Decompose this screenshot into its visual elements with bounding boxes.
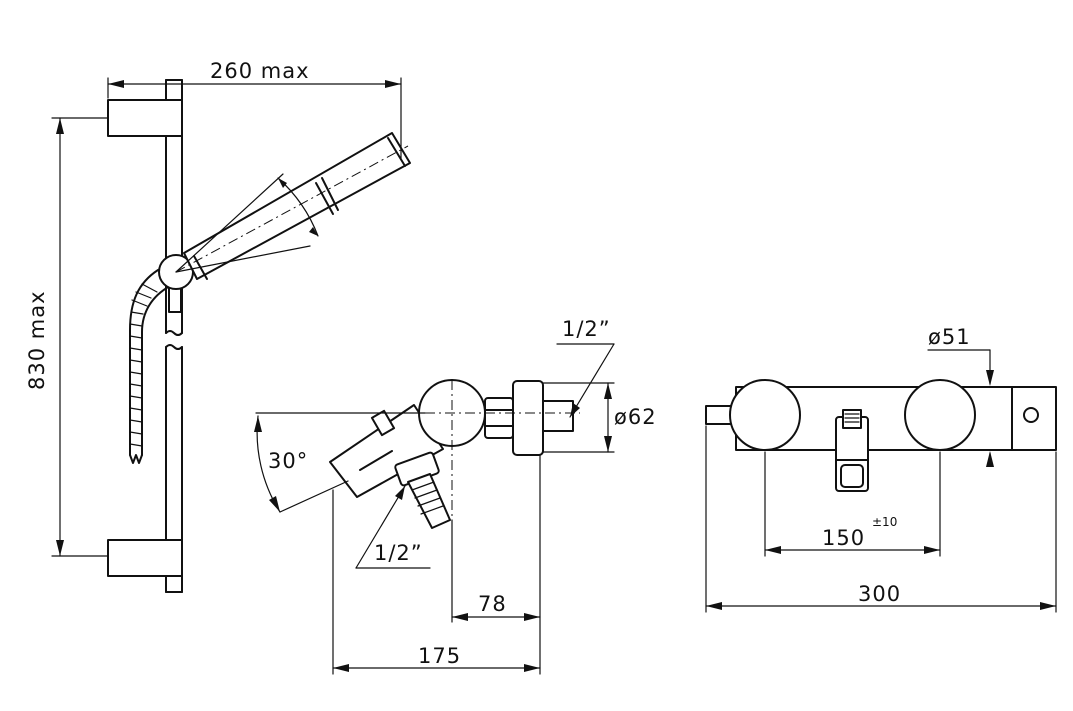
label-175: 175 [418,644,461,668]
dim-150 [764,451,941,557]
label-150: 150 [822,526,865,550]
label-thread-bottom: 1/2” [374,541,423,565]
rail-bar [165,79,183,593]
bottom-bracket [107,539,183,577]
handle-hole [1023,407,1039,423]
hose-outlet [394,451,451,529]
inlet-pipe [542,400,574,432]
tilt-angle-guides [175,173,319,273]
label-300: 300 [858,582,901,606]
dim-175 [332,664,541,672]
label-diameter-51: ø51 [928,325,971,349]
angle-30 [254,412,426,513]
label-thread-top: 1/2” [562,317,611,341]
label-diameter-62: ø62 [614,405,657,429]
dim-300 [705,425,1057,613]
hand-shower [175,132,411,280]
leader-thread-top [556,343,615,418]
dim-260 [107,77,402,161]
dim-51 [927,349,994,467]
shower-rail-view: 260 max 830 max [25,59,411,593]
union-nut [484,397,514,439]
hose [129,269,171,464]
dim-830 [51,117,109,557]
mixer-side-view: 78 175 ø62 1/2” 1/2” [254,317,657,675]
leader-thread-bottom [355,485,431,569]
wall-flange [512,380,544,456]
label-830-max: 830 max [25,290,49,390]
dim-62 [542,382,615,453]
spout [835,409,869,492]
right-knob [904,379,976,451]
left-knob [729,379,801,451]
label-angle-30: 30° [268,449,308,473]
label-260-max: 260 max [210,59,310,83]
mixer-front-view: ø51 150 ±10 300 [705,325,1057,613]
top-bracket [107,99,183,137]
top-knob [370,409,396,437]
label-78: 78 [478,592,507,616]
label-tolerance: ±10 [872,515,897,529]
dim-78 [451,613,541,621]
